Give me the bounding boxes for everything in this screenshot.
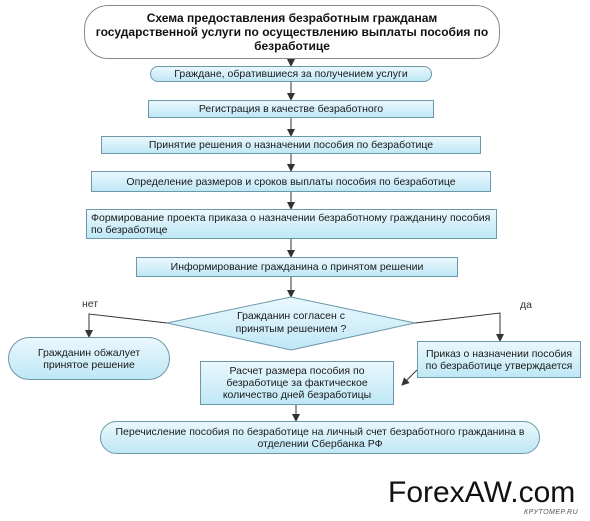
step-inform-citizen: Информирование гражданина о принятом реш…: [136, 257, 458, 277]
step-draft-order: Формирование проекта приказа о назначени…: [86, 209, 497, 239]
step-benefit-decision: Принятие решения о назначении пособия по…: [101, 136, 481, 154]
outcome-appeal: Гражданин обжалует принятое решение: [8, 337, 170, 380]
step-registration: Регистрация в качестве безработного: [148, 100, 434, 118]
decision-label: Гражданин согласен с принятым решением ?: [235, 310, 347, 335]
watermark-krutomer: КРУТОМЕР.RU: [524, 509, 579, 516]
decision-diamond: [166, 296, 416, 351]
yes-branch-label: да: [520, 299, 532, 311]
step-benefit-calculation: Расчет размера пособия по безработице за…: [200, 361, 394, 405]
no-branch-label: нет: [82, 298, 99, 310]
watermark-forexaw: ForexAW.com: [388, 476, 576, 509]
step-transfer-to-account: Перечисление пособия по безработице на л…: [100, 421, 540, 454]
step-citizens-apply: Граждане, обратившиеся за получением усл…: [150, 66, 432, 82]
diagram-title: Схема предоставления безработным граждан…: [84, 5, 500, 59]
connector-yes-branch: [414, 312, 504, 342]
outcome-order-approved: Приказ о назначении пособия по безработи…: [417, 341, 581, 378]
connector-order-to-calculation: [401, 369, 418, 386]
step-amount-and-terms: Определение размеров и сроков выплаты по…: [91, 171, 491, 192]
connector-no-branch: [85, 313, 168, 338]
